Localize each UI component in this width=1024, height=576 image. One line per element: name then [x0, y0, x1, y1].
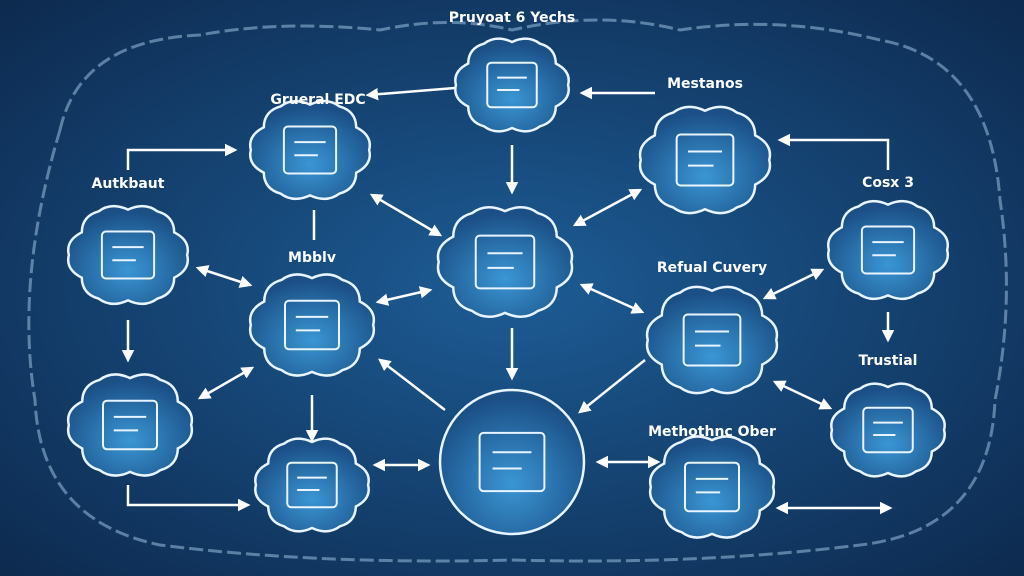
dashboard-icon [100, 230, 156, 280]
node-shape [67, 204, 189, 306]
node-trustial[interactable]: Trustial [830, 353, 946, 478]
node-shape [638, 105, 772, 215]
node-general[interactable]: Grueral EDC [249, 92, 371, 201]
node-shape [648, 435, 776, 539]
node-tasks[interactable]: Pruyoat 6 Yechs [449, 10, 575, 133]
faucet-icon [478, 431, 546, 493]
connector-arrows [121, 86, 895, 515]
node-mbblv[interactable]: Mbblv [248, 250, 376, 377]
node-shape [830, 382, 946, 478]
node-shape [254, 437, 370, 533]
node-label: Mestanos [667, 76, 743, 92]
node-shape [436, 206, 574, 318]
clipboard-icon [282, 125, 338, 175]
node-methothnc[interactable]: Methothnc Ober [648, 424, 776, 539]
node-shape [438, 388, 586, 536]
lightbulb-icon [862, 406, 914, 454]
node-leftbottom[interactable] [66, 373, 194, 477]
node-shape [827, 199, 949, 301]
node-autkbaut[interactable]: Autkbaut [67, 176, 189, 306]
node-shape [248, 273, 376, 377]
tool-icon [102, 399, 158, 451]
wavy-border [27, 18, 1008, 563]
node-label: Mbblv [288, 250, 336, 266]
node-hub[interactable] [438, 388, 586, 536]
folder-icon [860, 225, 916, 275]
node-label: Pruyoat 6 Yechs [449, 10, 575, 26]
node-shape [454, 37, 570, 133]
node-label: Grueral EDC [270, 92, 365, 108]
node-shape [66, 373, 194, 477]
server-box-icon [675, 133, 735, 187]
node-label: Refual Cuvery [657, 260, 767, 276]
trophy-icon [284, 299, 340, 351]
node-shape [645, 285, 779, 395]
node-bottomleft[interactable] [254, 437, 370, 533]
node-label: Cosx 3 [862, 175, 914, 191]
ab-symbol-icon [474, 234, 536, 290]
node-mestanos[interactable]: Mestanos [638, 76, 772, 215]
triangle-gauge-icon [486, 61, 538, 109]
node-cosx[interactable]: Cosx 3 [827, 175, 949, 301]
node-label: Autkbaut [92, 176, 165, 192]
node-label: Trustial [859, 353, 918, 369]
node-center[interactable] [436, 206, 574, 318]
node-label: Methothnc Ober [648, 424, 776, 440]
radiator-icon [286, 461, 338, 509]
checkbox-icon [684, 461, 740, 513]
node-shape [249, 99, 371, 201]
node-refual[interactable]: Refual Cuvery [645, 260, 779, 395]
document-globe-icon [682, 313, 742, 367]
